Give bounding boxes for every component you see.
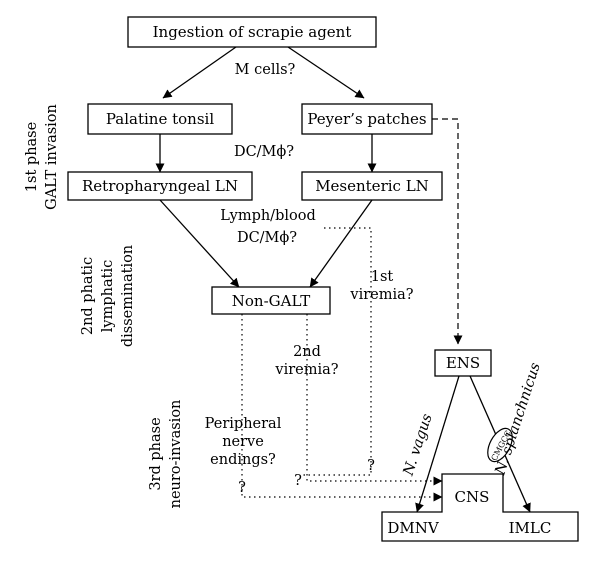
svg-text:Peyer’s patches: Peyer’s patches [307, 110, 426, 128]
label-peripheral-3: endings? [210, 452, 276, 468]
phase-2-line-3: dissemination [120, 245, 136, 347]
node-peyers-patches: Peyer’s patches [301, 103, 433, 135]
label-m-cells: M cells? [235, 62, 296, 78]
label-first-viremia-1: 1st [371, 269, 394, 285]
label-dc-mphi-1: DC/Mϕ? [234, 144, 294, 160]
svg-text:Mesenteric LN: Mesenteric LN [315, 177, 429, 195]
label-second-viremia-2: viremia? [274, 362, 338, 378]
phase-1-line-1: 1st phase [24, 122, 40, 192]
label-peripheral-2: nerve [222, 434, 264, 450]
label-question-2: ? [367, 458, 375, 474]
node-cns-label: CNS [455, 488, 490, 506]
arrow-ingestion-to-peyers [287, 46, 365, 99]
node-dmnv-label: DMNV [387, 519, 440, 537]
arrow-ingestion-to-tonsil [162, 46, 237, 99]
label-dc-mphi-2: DC/Mϕ? [237, 230, 297, 246]
dotted-path-first-viremia [302, 227, 372, 476]
svg-text:Retropharyngeal LN: Retropharyngeal LN [82, 177, 238, 195]
arrow-mesenteric-to-nongalt [309, 199, 373, 288]
phase-1-line-2: GALT invasion [44, 104, 60, 210]
node-non-galt: Non-GALT [211, 286, 331, 315]
arrow-retropharyngeal-to-nongalt [159, 199, 240, 288]
node-ens: ENS [434, 349, 492, 377]
node-imlc-label: IMLC [509, 519, 552, 537]
node-cns-dmnv-imlc: CNS DMNV IMLC [381, 473, 579, 542]
svg-text:ENS: ENS [446, 354, 480, 372]
phase-3-label: 3rd phase neuro-invasion [148, 400, 184, 509]
label-first-viremia-2: viremia? [349, 287, 413, 303]
phase-3-line-2: neuro-invasion [168, 400, 184, 509]
label-question-1: ? [294, 473, 302, 489]
node-ingestion: Ingestion of scrapie agent [127, 16, 377, 48]
svg-text:Palatine tonsil: Palatine tonsil [106, 110, 214, 128]
label-lymph-blood: Lymph/blood [220, 208, 315, 224]
node-palatine-tonsil: Palatine tonsil [87, 103, 233, 135]
label-second-viremia-1: 2nd [293, 344, 321, 360]
svg-text:Non-GALT: Non-GALT [232, 292, 310, 310]
label-question-3: ? [238, 480, 246, 496]
phase-3-line-1: 3rd phase [148, 417, 164, 490]
node-mesenteric-ln: Mesenteric LN [301, 171, 443, 201]
dotted-path-second-viremia [306, 314, 443, 486]
arrow-ens-to-dmnv-vagus [415, 375, 460, 513]
dotted-path-peripheral-nerve [241, 314, 443, 502]
phase-2-line-2: lymphatic [100, 260, 116, 332]
node-retropharyngeal-ln: Retropharyngeal LN [67, 171, 253, 201]
label-peripheral-1: Peripheral [205, 416, 282, 432]
phase-2-label: 2nd phatic lymphatic dissemination [80, 245, 136, 347]
phase-1-label: 1st phase GALT invasion [24, 104, 60, 210]
arrow-peyers-to-ens-dashed [432, 118, 463, 345]
svg-text:Ingestion of scrapie agent: Ingestion of scrapie agent [153, 23, 352, 41]
phase-2-line-1: 2nd phatic [80, 257, 96, 335]
label-n-splanchnicus: N. splanchnicus [492, 361, 544, 478]
